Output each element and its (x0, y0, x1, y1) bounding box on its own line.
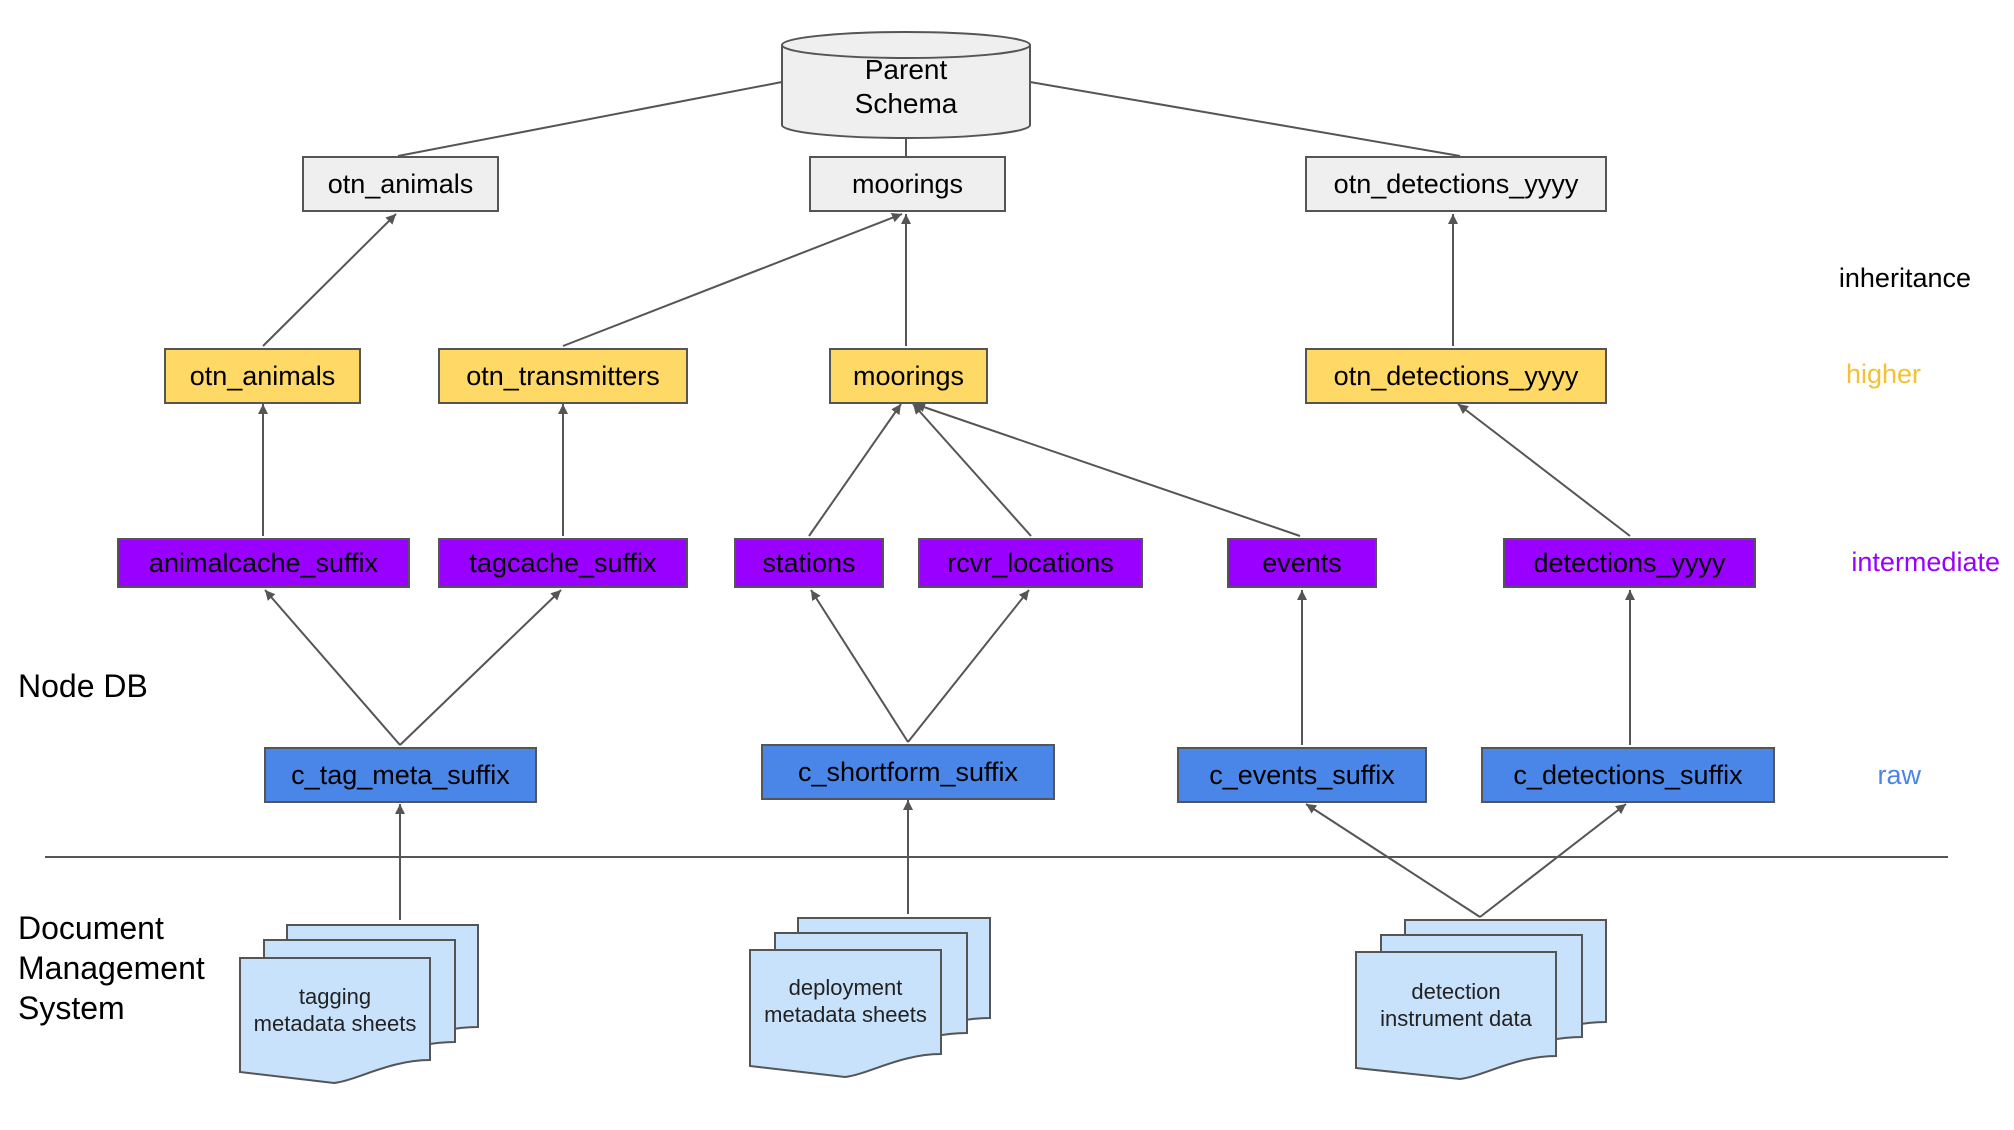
tier-label-raw: raw (1877, 760, 1921, 790)
edge-tag-meta-to-animalcache (264, 589, 401, 746)
edge-detection-doc-to-raw-events (1305, 803, 1481, 918)
top-otn-animals-node: otn_animals (302, 156, 499, 212)
raw-detections-node: c_detections_suffix (1481, 747, 1775, 803)
detection-doc-line2: instrument data (1380, 1006, 1532, 1031)
parent-schema-cylinder (781, 31, 1031, 139)
hi-otn-transmitters-node: otn_transmitters (438, 348, 688, 404)
edge-parent-to-otn-animals (397, 81, 783, 157)
parent-schema-line2: Schema (854, 88, 958, 119)
dms-line3: System (18, 990, 125, 1026)
tagging-document-stack (239, 924, 479, 1085)
tier-label-intermediate: intermediate (1851, 547, 2000, 577)
mid-rcvr-locations-node: rcvr_locations (918, 538, 1143, 588)
dms-line1: Document (18, 910, 164, 946)
hi-otn-animals-node: otn_animals (164, 348, 361, 404)
edge-tag-meta-to-tagcache (399, 589, 562, 746)
edge-parent-to-otn-detections (1029, 81, 1461, 157)
deployment-doc-line1: deployment (788, 975, 903, 1000)
edge-shortform-to-stations (810, 589, 909, 743)
deployment-doc-line2: metadata sheets (764, 1002, 927, 1027)
mid-tagcache-node: tagcache_suffix (438, 538, 688, 588)
parent-schema-line1: Parent (864, 54, 948, 85)
mid-animalcache-node: animalcache_suffix (117, 538, 410, 588)
mid-events-node: events (1227, 538, 1377, 588)
tier-label-higher: higher (1845, 359, 1921, 389)
top-moorings-node: moorings (809, 156, 1006, 212)
section-label-node-db: Node DB (18, 668, 148, 704)
detection-doc-label: detection instrument data (1356, 978, 1556, 1032)
edge-rcvr-to-hi-moorings (912, 403, 1032, 537)
dms-line2: Management (18, 950, 205, 986)
deployment-document-stack (749, 917, 991, 1079)
parent-schema-label: Parent Schema (782, 53, 1030, 121)
raw-tag-meta-node: c_tag_meta_suffix (264, 747, 537, 803)
raw-events-node: c_events_suffix (1177, 747, 1427, 803)
tagging-doc-label: tagging metadata sheets (240, 983, 430, 1037)
hi-otn-detections-node: otn_detections_yyyy (1305, 348, 1607, 404)
tagging-doc-line1: tagging (298, 984, 372, 1009)
tagging-doc-line2: metadata sheets (253, 1011, 417, 1036)
mid-stations-node: stations (734, 538, 884, 588)
detection-doc-line1: detection (1411, 979, 1501, 1004)
edge-mid-detections-to-hi-detections (1457, 403, 1631, 537)
section-label-dms: Document Management System (18, 908, 205, 1028)
detection-document-stack (1355, 919, 1607, 1081)
edge-events-to-hi-moorings (914, 402, 1301, 537)
edge-hi-animals-to-top (262, 213, 397, 347)
raw-shortform-node: c_shortform_suffix (761, 744, 1055, 800)
top-otn-detections-node: otn_detections_yyyy (1305, 156, 1607, 212)
edge-shortform-to-rcvr (907, 589, 1030, 743)
edge-stations-to-hi-moorings (808, 403, 902, 537)
mid-detections-node: detections_yyyy (1503, 538, 1756, 588)
edge-hi-transmitters-to-top-moorings (562, 212, 903, 347)
tier-label-inheritance: inheritance (1838, 263, 1971, 293)
edge-detection-doc-to-raw-detections (1479, 803, 1627, 918)
deployment-doc-label: deployment metadata sheets (750, 974, 941, 1028)
hi-moorings-node: moorings (829, 348, 988, 404)
